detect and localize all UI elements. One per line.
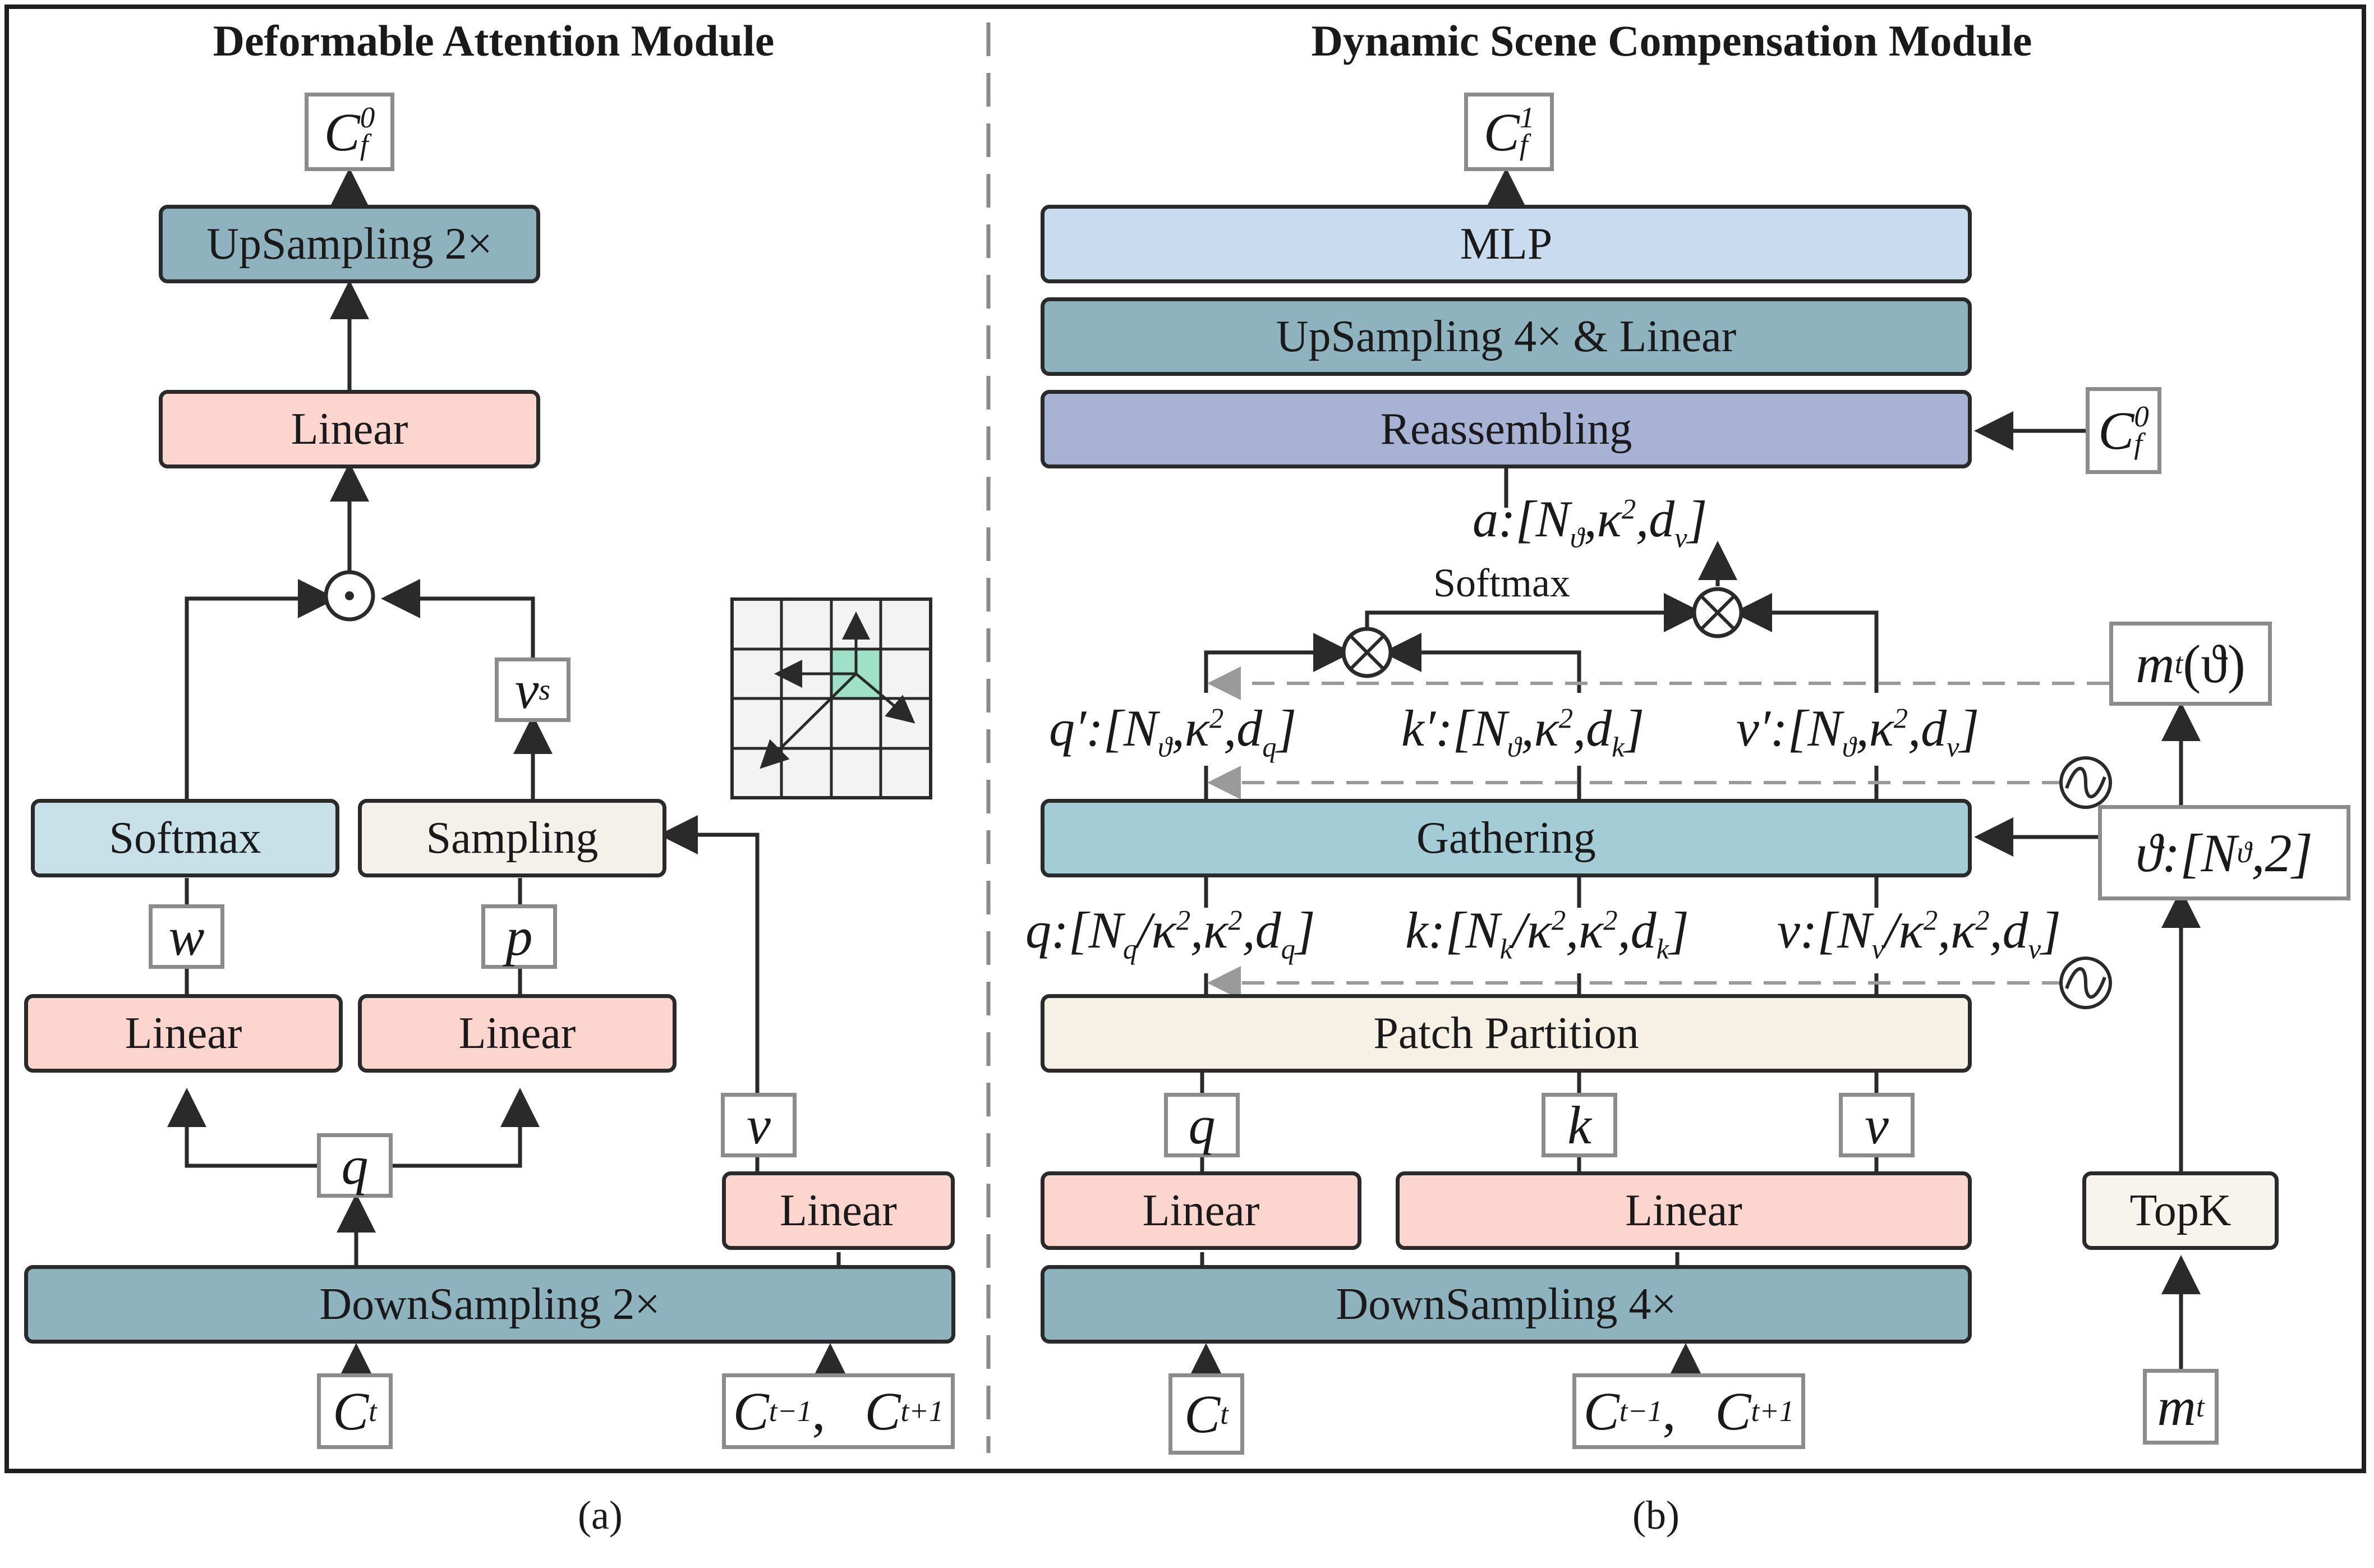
v-variable-a: v (721, 1093, 797, 1157)
tensor-product-operator-1 (1341, 627, 1393, 678)
panel-a-title: Deformable Attention Module (213, 16, 775, 65)
w-variable: w (149, 904, 224, 969)
arrow-v-sampling (659, 815, 760, 1093)
linear-right-block-a: Linear (722, 1171, 955, 1250)
linear-left-block-b: Linear (1041, 1171, 1361, 1250)
sine-wave-icon (2059, 957, 2112, 1009)
patch-partition-block: Patch Partition (1041, 994, 1972, 1073)
p-variable: p (481, 904, 557, 969)
arrow-vs-odot (381, 579, 535, 657)
figure-frame (4, 4, 2366, 1473)
attention-output-shape: a:[Nϑ,κ2,dv] (1473, 490, 1708, 554)
arrow-q-linear-left (167, 1088, 317, 1168)
downsampling-2x-block: DownSampling 2× (24, 1265, 955, 1344)
v-variable-b: v (1839, 1093, 1915, 1157)
arrow-softmax-odot (185, 579, 337, 799)
sampling-block: Sampling (358, 799, 666, 877)
linear-top-block: Linear (159, 390, 540, 468)
upsampling-4x-linear-block: UpSampling 4× & Linear (1041, 297, 1972, 376)
tensor-product-operator-2 (1692, 587, 1743, 638)
q-variable-a: q (317, 1133, 393, 1198)
linear-mid-block-a: Linear (358, 994, 677, 1073)
sampling-grid-icon (730, 597, 932, 799)
q-prime-shape: q′:[Nϑ,κ2,dq] (1049, 700, 1297, 763)
q-partition-shape: q:[Nq/κ2,κ2,dq] (1025, 902, 1315, 965)
caption-a: (a) (578, 1493, 623, 1538)
upsampling-2x-block: UpSampling 2× (159, 205, 540, 283)
q-variable-b: q (1164, 1093, 1240, 1157)
v-partition-shape: v:[Nv/κ2,κ2,dv] (1777, 902, 2061, 965)
reassembling-block: Reassembling (1041, 390, 1972, 468)
k-prime-shape: k′:[Nϑ,κ2,dk] (1401, 700, 1645, 763)
sine-wave-icon (2059, 756, 2112, 809)
caption-b: (b) (1632, 1493, 1680, 1538)
downsampling-4x-block: DownSampling 4× (1041, 1265, 1972, 1344)
mlp-block: MLP (1041, 205, 1972, 283)
linear-left-block-a: Linear (24, 994, 343, 1073)
k-variable-b: k (1542, 1093, 1617, 1157)
softmax-block-a: Softmax (31, 799, 339, 877)
v-prime-shape: v′:[Nϑ,κ2,dv] (1736, 700, 1980, 763)
topk-block: TopK (2082, 1171, 2279, 1250)
gathering-block: Gathering (1041, 799, 1972, 877)
panel-b-title: Dynamic Scene Compensation Module (1311, 16, 2032, 65)
arrow-q-linear-mid (393, 1088, 540, 1168)
softmax-label-b: Softmax (1433, 560, 1570, 605)
k-partition-shape: k:[Nk/κ2,κ2,dk] (1405, 902, 1689, 965)
linear-right-block-b: Linear (1396, 1171, 1972, 1250)
